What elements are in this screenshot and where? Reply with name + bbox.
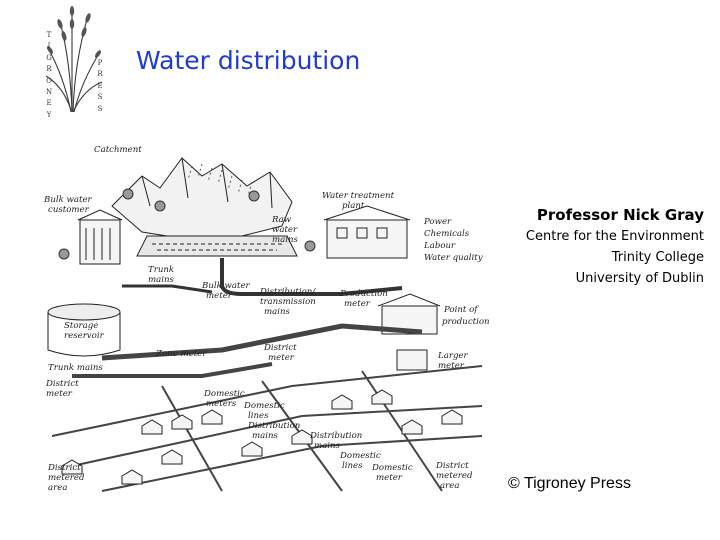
label-distribution-transmission: Distribution/ [259,287,316,297]
label-production-meter-2: meter [344,299,371,309]
label-catchment: Catchment [94,145,142,155]
logo-letters-tigroney: T I G R O N E Y [44,30,54,121]
label-domestic-lines-bottom: Domestic [339,451,381,461]
label-power: Power [423,217,452,227]
treatment-plant [326,219,408,259]
label-raw-water-mains-2: water [272,225,298,235]
author-name: Professor Nick Gray [536,206,704,224]
label-district-meter-2: meter [268,353,295,363]
label-trunk-mains: Trunk [148,265,174,275]
logo-letter: N [45,88,53,97]
trunk-mains-lower [72,362,273,378]
label-bulk-water-meter-2: meter [206,291,233,301]
logo-letters-press: P R E S S [95,58,105,115]
page-title: Water distribution [136,46,361,75]
label-water-treatment-plant: Water treatment [322,191,395,201]
label-distribution-mains-bottom-2: mains [314,441,341,451]
label-distribution-mains: Distribution [247,421,300,431]
label-distribution-mains-2: mains [252,431,279,441]
label-zone-meter: Zone meter [155,349,207,359]
label-chemicals: Chemicals [424,229,470,239]
label-production-meter: Production [339,289,388,299]
label-district-metered-area-left-2: metered [48,473,85,483]
label-domestic-lines: Domestic [243,401,285,411]
larger-user-building [396,349,428,371]
label-water-treatment-plant-2: plant [342,201,365,211]
logo-letter: S [97,93,103,102]
label-bulk-water-customer: Bulk water [43,195,93,205]
logo-letter: O [46,76,52,85]
label-distribution-mains-bottom: Distribution [309,431,362,441]
water-distribution-diagram: Catchment Bulk water customer Raw water … [43,145,490,493]
logo-letter: E [46,99,52,108]
logo-letter: T [46,31,52,39]
catchment-mountains [111,157,293,241]
label-larger-meter-2: meter [438,361,465,371]
label-storage-reservoir: Storage [64,321,98,331]
affiliation-line: University of Dublin [575,271,704,286]
logo-letter: R [46,65,52,74]
label-district-metered-area-left: District [47,463,81,473]
label-bulk-water-customer-2: customer [48,205,90,215]
label-water-quality: Water quality [424,253,483,263]
dam [136,235,298,257]
label-district-metered-area-right-2: metered [436,471,473,481]
label-labour: Labour [423,241,456,251]
label-domestic-lines-2: lines [248,411,269,421]
storage-reservoir [47,303,121,321]
label-point-of-production: Point of [443,305,479,315]
label-domestic-meter-2: meter [376,473,403,483]
label-distribution-transmission-2: transmission [260,297,316,307]
label-bulk-water-meter: Bulk water [201,281,251,291]
affiliation-line: Centre for the Environment [525,229,704,244]
transmission-main [101,323,423,361]
label-distribution-transmission-3: mains [264,307,291,317]
label-storage-reservoir-2: reservoir [64,331,105,341]
logo-letter: E [97,81,103,90]
label-domestic-meters-2: meters [206,399,237,409]
logo-letter: S [97,104,103,113]
raw-water-main [220,258,403,296]
label-larger-meter: Larger [437,351,469,361]
logo-letter: I [47,42,51,51]
label-domestic-lines-bottom-2: lines [342,461,363,471]
logo-letter: G [46,53,52,62]
logo-letter: Y [46,110,52,119]
label-district-metered-area-left-3: area [48,483,67,493]
label-district-meter-left-2: meter [46,389,73,399]
label-trunk-mains-lower: Trunk mains [48,363,103,373]
copyright-notice: © Tigroney Press [508,475,631,492]
bulk-customer-building [79,219,121,265]
label-raw-water-mains: Raw [271,215,292,225]
logo-letter: R [97,70,103,79]
label-domestic-meter: Domestic [371,463,413,473]
affiliation-line: Trinity College [611,250,704,265]
trunk-main [122,284,213,294]
label-district-metered-area-right: District [435,461,469,471]
label-domestic-meters: Domestic [203,389,245,399]
label-district-meter: District [263,343,297,353]
label-raw-water-mains-3: mains [272,235,299,245]
label-trunk-mains-2: mains [148,275,175,285]
label-district-meter-left: District [45,379,79,389]
wheat-grass-logo-icon [45,6,103,113]
label-point-of-production-2: production [442,317,490,327]
label-district-metered-area-right-3: area [440,481,459,491]
author-block: Professor Nick Gray Centre for the Envir… [464,204,704,289]
logo-letter: P [97,59,103,67]
